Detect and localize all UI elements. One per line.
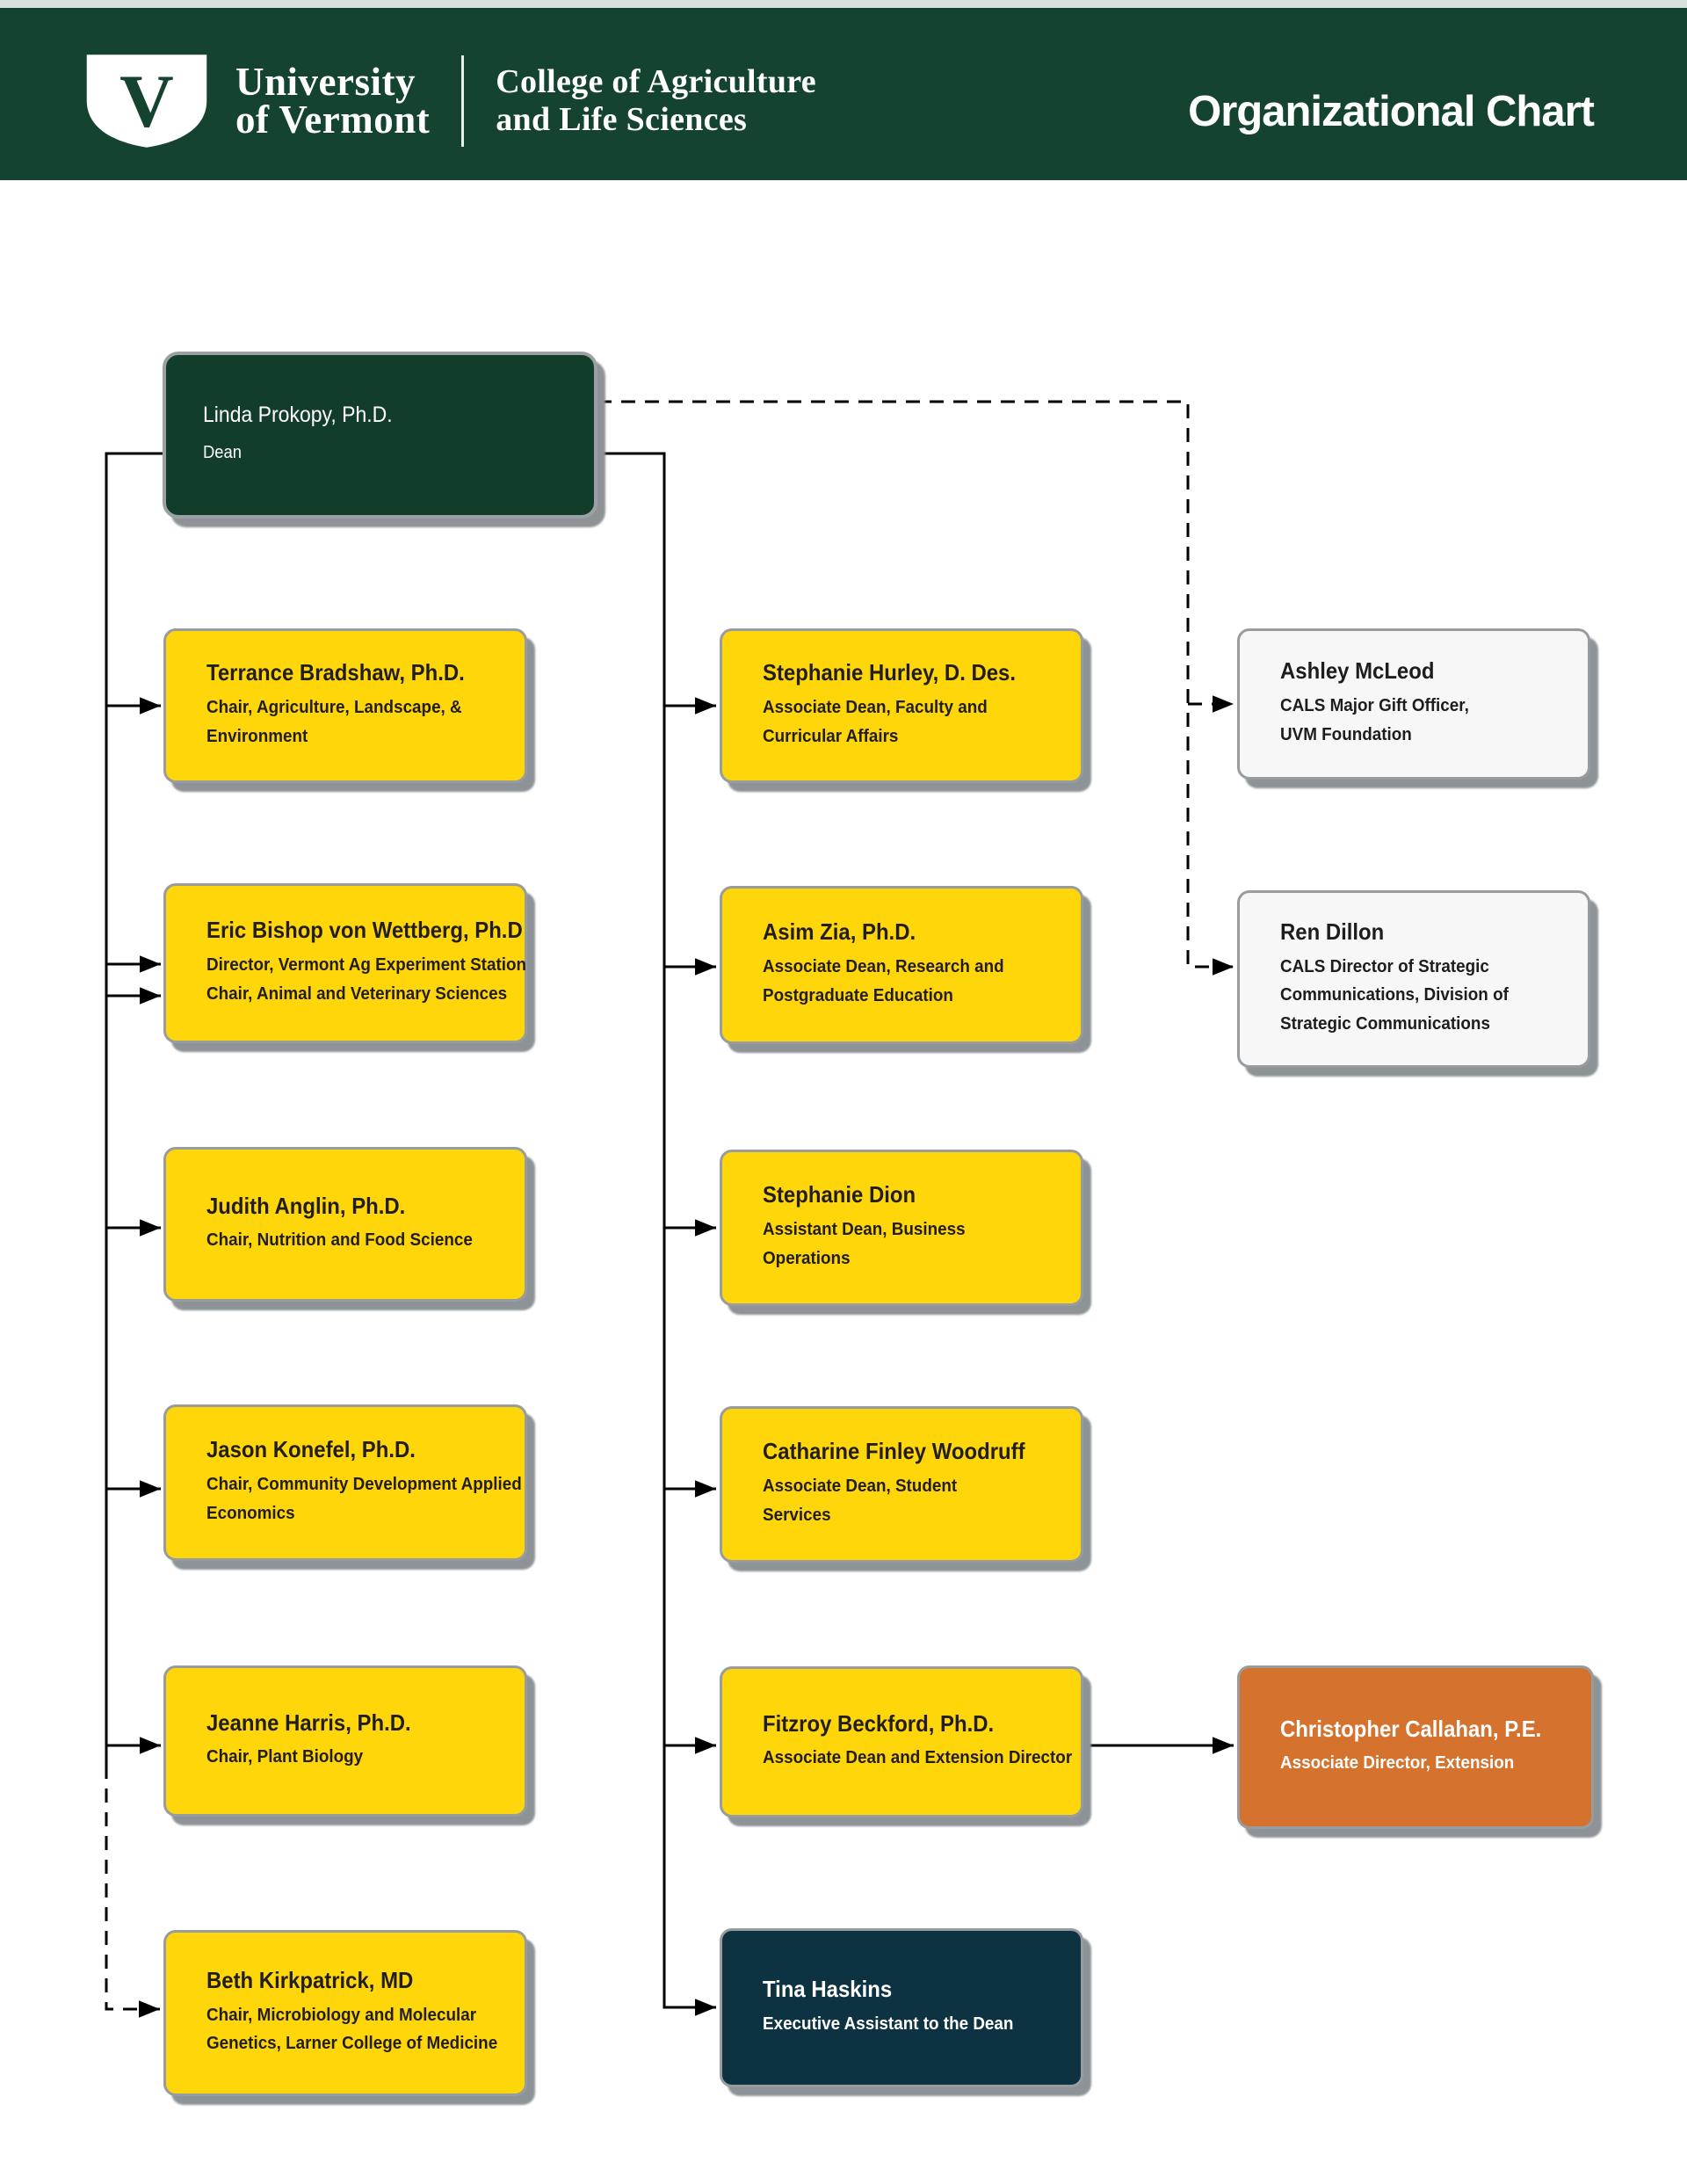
person-title: Executive Assistant to the Dean [763, 2013, 1014, 2034]
uvm-shield-logo: V [86, 54, 207, 148]
box-linda-prokopy-dean: Linda Prokopy, Ph.D. Dean [163, 352, 597, 519]
middle-trunk-line-to-haskins [597, 452, 716, 2016]
person-title: Chair, Plant Biology [206, 1746, 364, 1767]
person-title: Associate Dean, Faculty and [763, 697, 988, 717]
box-fitzroy-beckford: Fitzroy Beckford, Ph.D. Associate Dean a… [720, 1666, 1083, 1818]
dashed-arrow-to-kirkpatrick [105, 1765, 160, 2018]
dashed-line-to-dillon [597, 400, 1234, 976]
college-name: College of Agriculture and Life Sciences [496, 63, 816, 140]
person-title: Economics [206, 1502, 295, 1523]
person-name: Linda Prokopy, Ph.D. [203, 402, 393, 427]
box-tina-haskins: Tina Haskins Executive Assistant to the … [720, 1928, 1083, 2087]
top-strip [0, 0, 1687, 8]
person-name: Asim Zia, Ph.D. [763, 918, 916, 946]
box-terrance-bradshaw: Terrance Bradshaw, Ph.D. Chair, Agricult… [163, 628, 527, 783]
person-title: Chair, Animal and Veterinary Sciences [206, 983, 508, 1004]
person-title: Postgraduate Education [763, 984, 953, 1005]
brand-divider [461, 55, 465, 147]
person-name: Stephanie Hurley, D. Des. [763, 659, 1017, 686]
uvm-brand: V University of Vermont College of Agric… [81, 52, 816, 150]
person-title: Curricular Affairs [763, 725, 899, 746]
person-name: Catharine Finley Woodruff [763, 1438, 1025, 1465]
box-asim-zia: Asim Zia, Ph.D. Associate Dean, Research… [720, 886, 1083, 1044]
person-title: Environment [206, 725, 308, 746]
person-title: Genetics, Larner College of Medicine [206, 2033, 498, 2054]
person-title: Assistant Dean, Business [763, 1219, 966, 1239]
box-stephanie-hurley: Stephanie Hurley, D. Des. Associate Dean… [720, 628, 1083, 783]
person-name: Beth Kirkpatrick, MD [206, 1966, 414, 1993]
left-trunk-line [105, 452, 163, 1765]
person-title: CALS Director of Strategic [1280, 955, 1489, 976]
box-jason-konefel: Jason Konefel, Ph.D. Chair, Community De… [163, 1404, 527, 1561]
person-title: Director, Vermont Ag Experiment Station [206, 954, 527, 975]
person-title: Services [763, 1504, 831, 1525]
person-title: Communications, Division of [1280, 984, 1509, 1005]
person-title: Associate Dean and Extension Director [763, 1747, 1073, 1768]
person-title: Associate Dean, Research and [763, 956, 1004, 976]
person-name: Ren Dillon [1280, 918, 1385, 945]
wordmark-line2: of Vermont [235, 98, 431, 141]
person-title: Dean [203, 443, 242, 463]
person-title: CALS Major Gift Officer, [1280, 695, 1469, 715]
box-christopher-callahan: Christopher Callahan, P.E. Associate Dir… [1237, 1665, 1594, 1829]
person-name: Ashley McLeod [1280, 657, 1435, 685]
person-title: UVM Foundation [1280, 723, 1412, 744]
person-name: Tina Haskins [763, 1976, 893, 2003]
person-title: Chair, Community Development Applied [206, 1474, 522, 1494]
shield-letter: V [119, 60, 174, 142]
page-title: Organizational Chart [1188, 88, 1595, 135]
person-name: Jeanne Harris, Ph.D. [206, 1709, 411, 1736]
wordmark-line1: University [235, 60, 416, 105]
college-line1: College of Agriculture [496, 62, 816, 100]
person-name: Stephanie Dion [763, 1181, 916, 1208]
person-name: Eric Bishop von Wettberg, Ph.D [206, 917, 523, 944]
person-title: Associate Dean, Student [763, 1476, 958, 1496]
college-line2: and Life Sciences [496, 101, 748, 138]
person-name: Judith Anglin, Ph.D. [206, 1192, 406, 1219]
university-wordmark: University of Vermont [235, 60, 431, 141]
header: V University of Vermont College of Agric… [0, 8, 1687, 180]
person-name: Terrance Bradshaw, Ph.D. [206, 659, 465, 686]
person-name: Jason Konefel, Ph.D. [206, 1436, 416, 1463]
box-ashley-mcleod: Ashley McLeod CALS Major Gift Officer, U… [1237, 628, 1590, 780]
person-title: Chair, Nutrition and Food Science [206, 1230, 473, 1251]
box-beth-kirkpatrick: Beth Kirkpatrick, MD Chair, Microbiology… [163, 1930, 527, 2096]
box-stephanie-dion: Stephanie Dion Assistant Dean, Business … [720, 1150, 1083, 1306]
box-ren-dillon: Ren Dillon CALS Director of Strategic Co… [1237, 890, 1590, 1068]
box-judith-anglin: Judith Anglin, Ph.D. Chair, Nutrition an… [163, 1147, 527, 1302]
box-catharine-finley-woodruff: Catharine Finley Woodruff Associate Dean… [720, 1406, 1083, 1563]
person-title: Strategic Communications [1280, 1013, 1490, 1034]
person-title: Chair, Microbiology and Molecular [206, 2004, 477, 2025]
person-name: Christopher Callahan, P.E. [1280, 1715, 1542, 1742]
person-title: Operations [763, 1247, 851, 1268]
person-title: Chair, Agriculture, Landscape, & [206, 697, 462, 717]
person-title: Associate Director, Extension [1280, 1752, 1515, 1774]
box-eric-bishop-von-wettberg: Eric Bishop von Wettberg, Ph.D Director,… [163, 883, 527, 1043]
person-name: Fitzroy Beckford, Ph.D. [763, 1709, 995, 1737]
box-jeanne-harris: Jeanne Harris, Ph.D. Chair, Plant Biolog… [163, 1665, 527, 1817]
